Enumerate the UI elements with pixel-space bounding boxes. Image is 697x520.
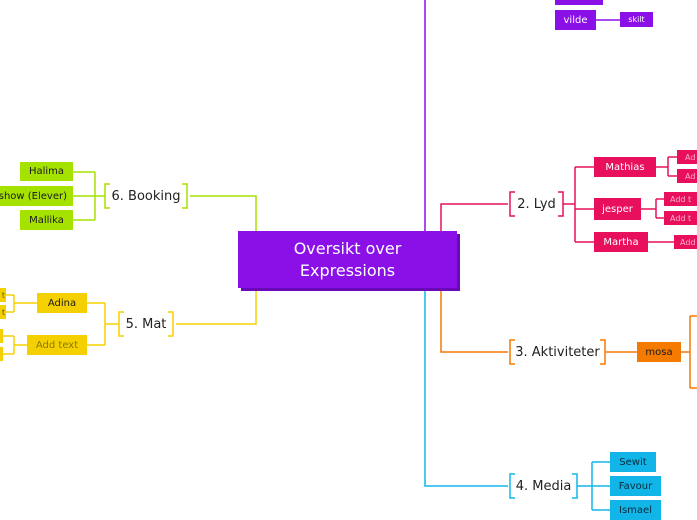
- node-adina-sub-1[interactable]: t: [0, 288, 6, 302]
- node-show-elever[interactable]: show (Elever): [0, 186, 73, 206]
- bracket-aktiviteter-right: [600, 339, 606, 365]
- central-topic-line2: Expressions: [299, 260, 396, 280]
- branch-aktiviteter[interactable]: 3. Aktiviteter: [515, 344, 600, 360]
- connector-addtext-children: [3, 335, 27, 355]
- bracket-mat-right: [168, 311, 174, 337]
- node-mosa[interactable]: mosa: [637, 342, 681, 362]
- connector-booking: [190, 195, 257, 231]
- bracket-lyd-right: [558, 191, 564, 217]
- node-mathias-sub-2[interactable]: Ad: [677, 169, 697, 183]
- node-skilt[interactable]: skilt: [620, 12, 653, 27]
- connector-lyd: [440, 203, 508, 231]
- node-jesper-sub-2[interactable]: Add t: [664, 211, 697, 225]
- connector-booking-children: [73, 171, 105, 221]
- connector-aktiviteter: [440, 288, 508, 353]
- node-adina-sub-2[interactable]: t: [0, 305, 6, 319]
- node-jesper[interactable]: jesper: [594, 198, 641, 220]
- connector-mathias-children: [656, 156, 677, 177]
- node-mallika[interactable]: Mallika: [20, 210, 73, 230]
- node-addtext-sub-1[interactable]: [0, 329, 3, 343]
- branch-media[interactable]: 4. Media: [515, 478, 572, 494]
- connector-mat: [176, 288, 257, 325]
- node-adina[interactable]: Adina: [37, 293, 87, 313]
- connector-media: [424, 288, 508, 487]
- connector-adina-children: [6, 294, 37, 313]
- bracket-media-left: [509, 473, 515, 499]
- node-addtext-sub-2[interactable]: [0, 347, 3, 361]
- branch-mat[interactable]: 5. Mat: [125, 316, 167, 332]
- node-ismael[interactable]: Ismael: [610, 500, 661, 520]
- purple-node-partial[interactable]: [555, 0, 603, 5]
- bracket-aktiviteter-left: [509, 339, 515, 365]
- central-topic-line1: Oversikt over: [293, 238, 402, 258]
- node-martha-sub-1[interactable]: Add: [674, 235, 697, 249]
- connector-mosa-children: [681, 315, 697, 389]
- connector-mat-children: [87, 302, 119, 346]
- bracket-lyd-left: [509, 191, 515, 217]
- node-jesper-sub-1[interactable]: Add t: [664, 192, 697, 206]
- node-mathias[interactable]: Mathias: [594, 157, 656, 177]
- branch-lyd[interactable]: 2. Lyd: [517, 196, 556, 212]
- connector-lyd-children: [563, 166, 594, 243]
- node-halima[interactable]: Halima: [20, 162, 73, 181]
- branch-booking[interactable]: 6. Booking: [111, 188, 181, 204]
- node-favour[interactable]: Favour: [610, 476, 661, 496]
- node-mathias-sub-1[interactable]: Ad: [677, 150, 697, 164]
- bracket-booking-right: [182, 183, 188, 209]
- bracket-media-right: [572, 473, 578, 499]
- node-sewit[interactable]: Sewit: [610, 452, 656, 472]
- central-topic[interactable]: Oversikt over Expressions: [238, 231, 457, 288]
- connector-media-children: [577, 461, 610, 511]
- connector-jesper-children: [641, 198, 664, 219]
- node-vilde[interactable]: vilde: [555, 10, 596, 30]
- node-add-text[interactable]: Add text: [27, 335, 87, 355]
- node-martha[interactable]: Martha: [594, 232, 648, 252]
